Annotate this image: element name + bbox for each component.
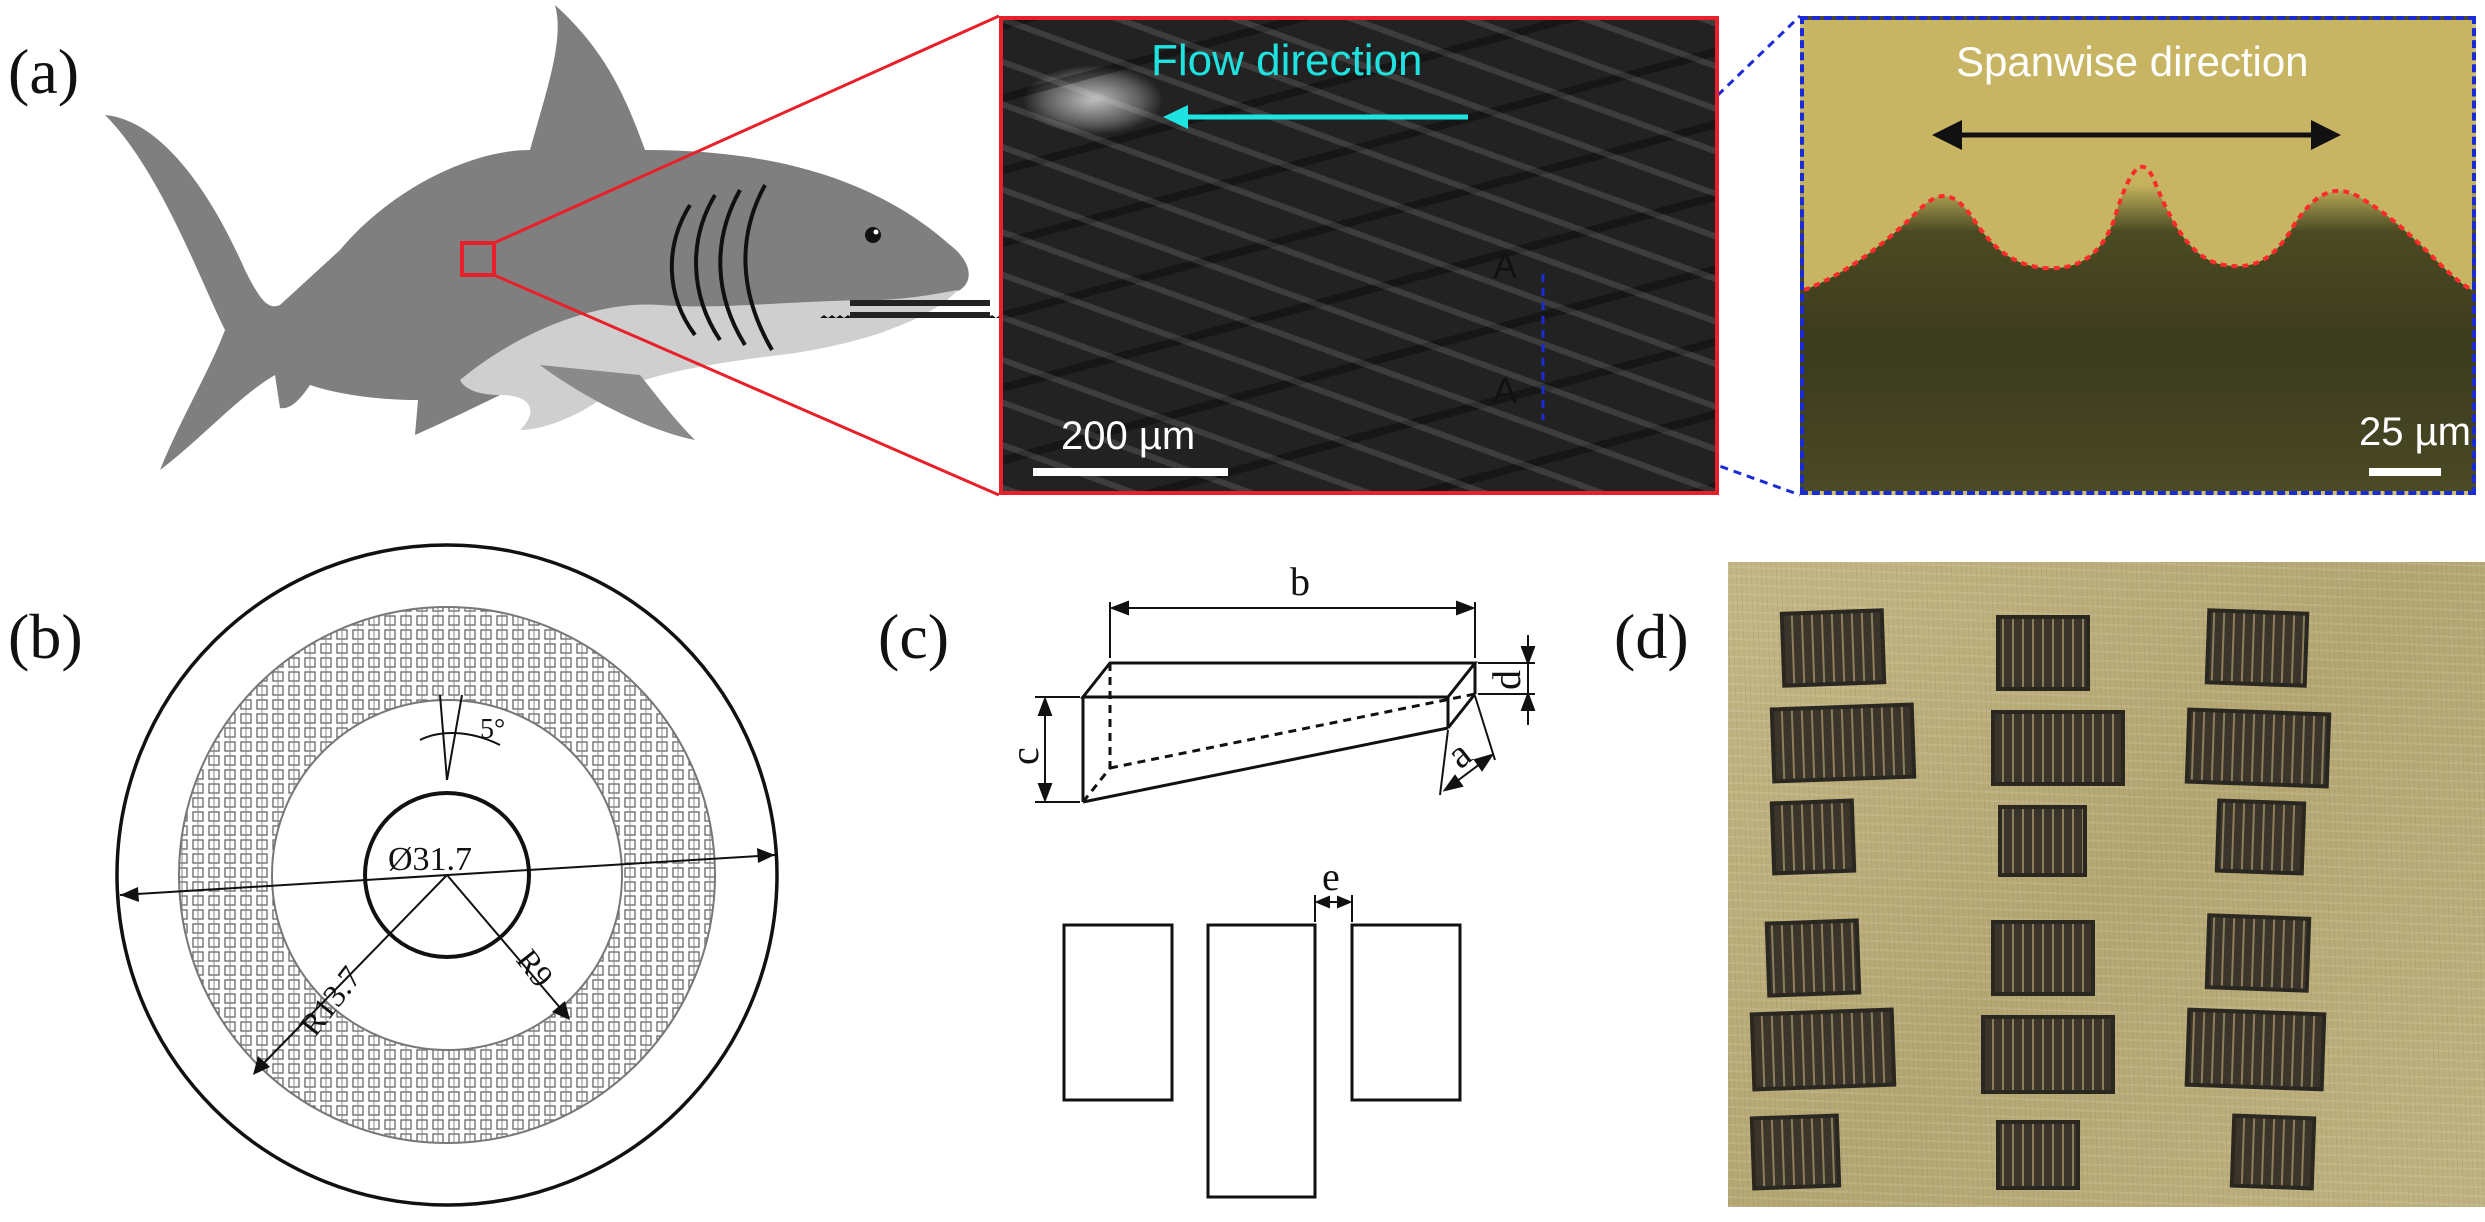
shark-sample-box	[460, 241, 496, 277]
panel-label-a: (a)	[8, 36, 80, 107]
section-label-top: A	[1493, 245, 1518, 286]
cross-section-image: Spanwise direction 25 µm	[1800, 16, 2476, 495]
shark-body	[105, 5, 969, 470]
shark-gills	[669, 184, 774, 352]
panel-label-c: (c)	[878, 601, 950, 672]
wedge-3d	[1079, 661, 1479, 804]
dim-d-label: d	[1484, 670, 1529, 690]
sem-image: Flow direction A A 200 µm	[999, 16, 1719, 495]
dim-b-label: b	[1290, 559, 1310, 604]
riblet-patches	[1749, 608, 2332, 1191]
shark-teeth	[820, 300, 1000, 318]
micro-scale-bar	[2369, 468, 2441, 476]
dim-e-label: e	[1322, 854, 1340, 899]
diameter-label: Ø31.7	[388, 841, 472, 878]
riblet-geometry-drawing: b c d a e	[1002, 559, 1536, 1199]
shark-illustration	[105, 5, 1000, 470]
section-label-bottom: A	[1493, 370, 1518, 411]
riblet-top-view	[1062, 923, 1462, 1199]
panel-label-b: (b)	[8, 601, 83, 672]
shark-belly	[460, 290, 958, 430]
spanwise-arrow-left-icon	[1932, 120, 1962, 150]
sem-scale-bar	[1033, 468, 1228, 476]
flow-direction-label: Flow direction	[1151, 36, 1423, 85]
spanwise-direction-label: Spanwise direction	[1956, 38, 2309, 85]
disk-drawing: 5° Ø31.7 R13.7 R9	[110, 530, 790, 1220]
dim-c-label: c	[1002, 747, 1047, 765]
profile-outline	[1804, 165, 2472, 292]
panel-label-d: (d)	[1614, 601, 1689, 672]
spanwise-arrow-right-icon	[2311, 120, 2341, 150]
shark-pectoral-fin	[540, 365, 695, 440]
micro-scale-label: 25 µm	[2359, 410, 2471, 454]
sem-scale-label: 200 µm	[1061, 414, 1196, 458]
riblet-sample-photo	[1728, 562, 2485, 1207]
angle-label: 5°	[480, 714, 505, 745]
flow-arrow-icon	[1163, 105, 1188, 129]
